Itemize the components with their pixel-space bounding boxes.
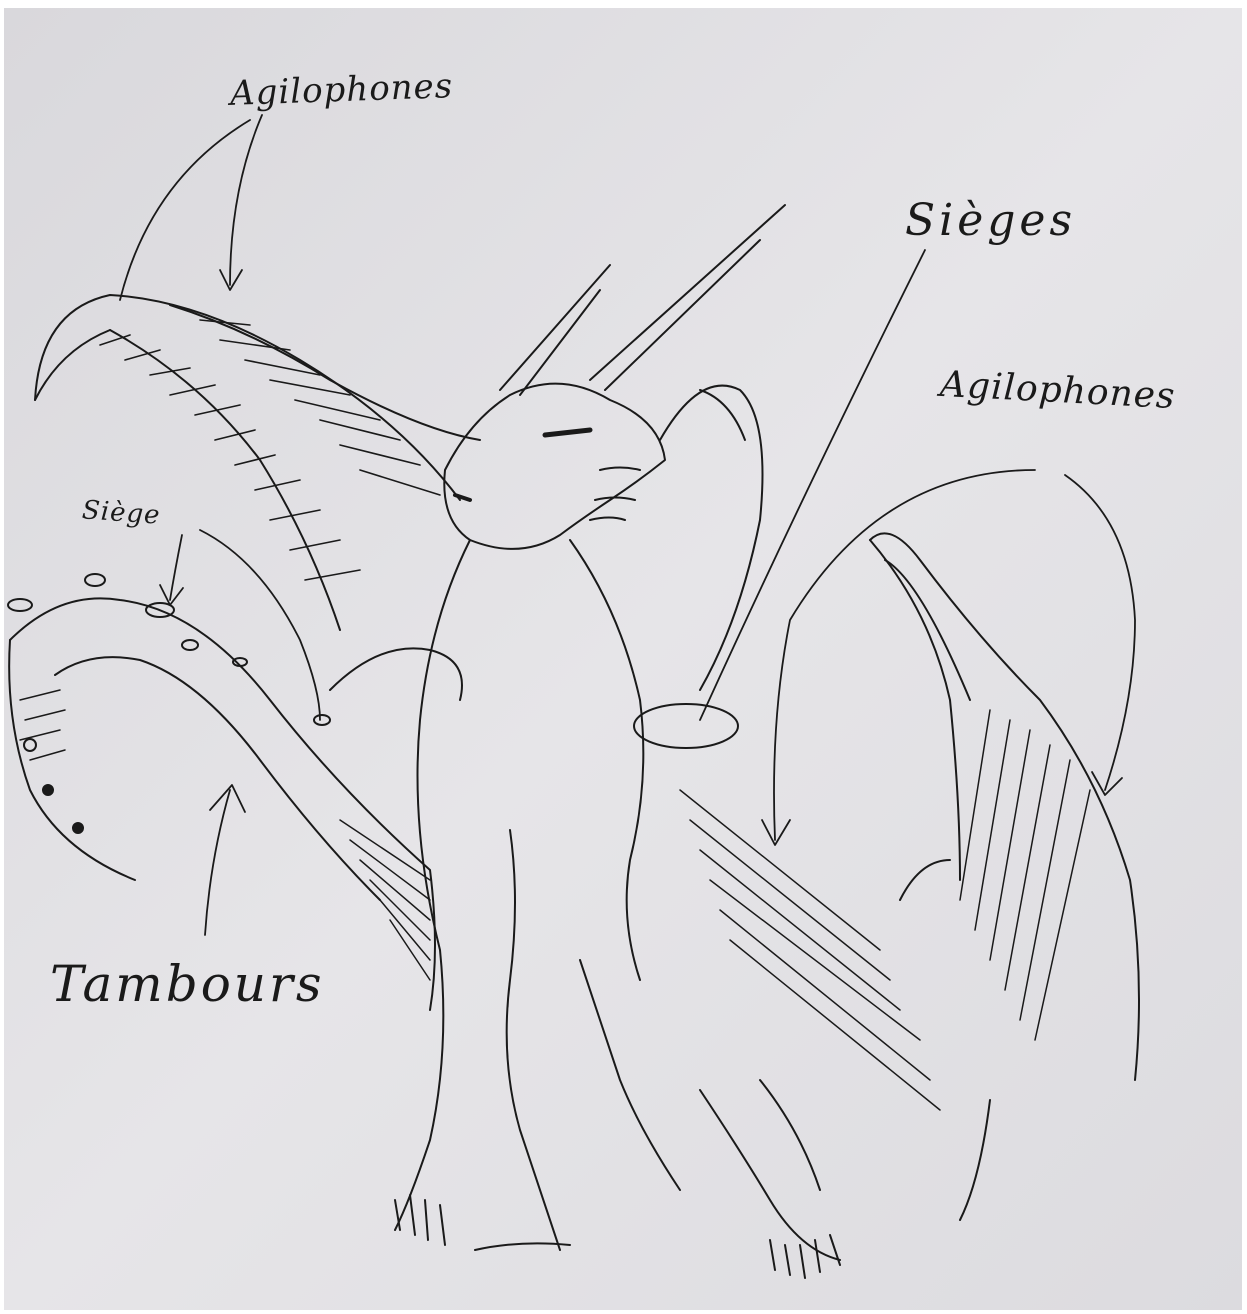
label-agilophones-top: Agilophones [229,66,453,114]
label-tambours: Tambours [50,955,325,1013]
label-siege-left: Siège [81,495,161,530]
drum [43,785,53,795]
drum [73,823,83,833]
label-sieges-right: Sièges [905,195,1076,246]
